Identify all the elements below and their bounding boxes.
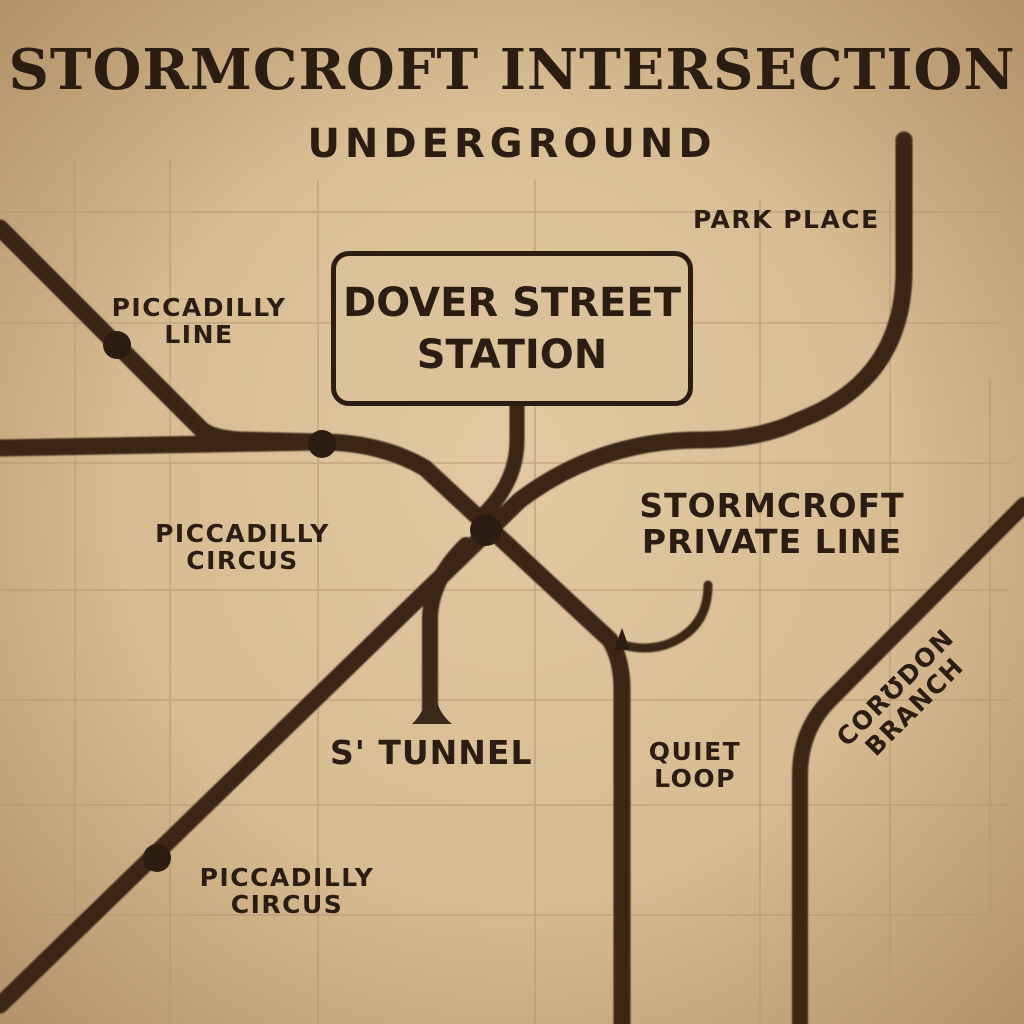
label-piccadilly-line: PICCADILLY LINE bbox=[111, 293, 287, 349]
label-piccadilly-circus-upper: PICCADILLY CIRCUS bbox=[155, 519, 330, 575]
map-subtitle: UNDERGROUND bbox=[307, 121, 717, 167]
track-park-place bbox=[0, 131, 913, 1014]
track-station-stem bbox=[478, 396, 525, 520]
dover-street-station-sign[interactable]: DOVER STREET STATION bbox=[331, 251, 693, 406]
track-s-tunnel bbox=[422, 537, 474, 716]
station-markers bbox=[103, 331, 630, 872]
label-park-place: PARK PLACE bbox=[693, 205, 880, 234]
tracks bbox=[0, 131, 1024, 1024]
label-quiet-loop: QUIET LOOP bbox=[648, 737, 742, 793]
s-tunnel-portal bbox=[412, 690, 452, 724]
station-marker-piccadilly-circus-lower[interactable] bbox=[143, 844, 171, 872]
station-sign-line2: STATION bbox=[416, 331, 608, 378]
station-marker-piccadilly-circus[interactable] bbox=[308, 430, 336, 458]
track-stormcroft-private bbox=[593, 580, 713, 653]
station-marker-stormcroft-private[interactable] bbox=[614, 628, 630, 650]
track-croydon-branch bbox=[792, 497, 1024, 1024]
track-west-horizontal bbox=[0, 433, 631, 1024]
map-title: STORMCROFT INTERSECTION bbox=[8, 37, 1016, 103]
station-marker-piccadilly-line[interactable] bbox=[103, 331, 131, 359]
label-piccadilly-circus-lower: PICCADILLY CIRCUS bbox=[199, 863, 375, 919]
station-marker-junction[interactable] bbox=[470, 514, 502, 546]
label-s-tunnel: S' TUNNEL bbox=[330, 733, 533, 772]
label-stormcroft-private-line: STORMCROFT PRIVATE LINE bbox=[639, 486, 905, 561]
station-sign-line1: DOVER STREET bbox=[343, 279, 681, 326]
